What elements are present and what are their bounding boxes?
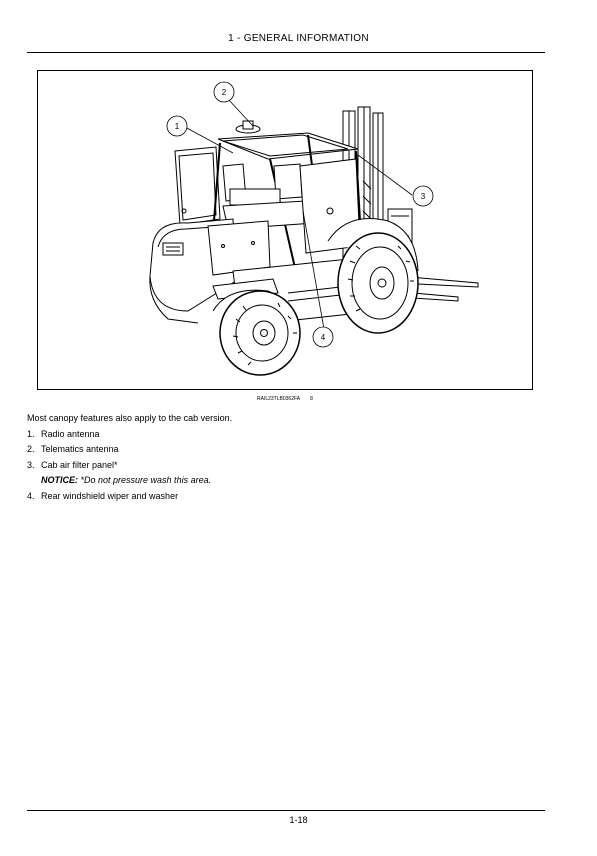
callout-1-label: 1 bbox=[175, 122, 180, 131]
notice: NOTICE: *Do not pressure wash this area. bbox=[27, 473, 547, 489]
intro-paragraph: Most canopy features also apply to the c… bbox=[27, 413, 233, 423]
notice-text: *Do not pressure wash this area. bbox=[80, 475, 212, 485]
list-item: 2. Telematics antenna bbox=[27, 442, 547, 458]
callout-2-label: 2 bbox=[222, 88, 227, 97]
list-item-text: Rear windshield wiper and washer bbox=[41, 490, 179, 501]
callout-leaders bbox=[184, 98, 413, 330]
figure-number: 8 bbox=[310, 396, 313, 402]
footer-rule bbox=[27, 810, 545, 811]
list-item-text: Cab air filter panel* bbox=[41, 459, 118, 470]
callout-4: 4 bbox=[312, 326, 334, 348]
header-rule bbox=[27, 52, 545, 53]
list-item: 1. Radio antenna bbox=[27, 427, 547, 443]
body-text: Most canopy features also apply to the c… bbox=[27, 411, 547, 504]
figure-frame: 1 2 3 4 bbox=[37, 70, 533, 390]
list-item: 4. Rear windshield wiper and washer bbox=[27, 489, 547, 505]
callout-1: 1 bbox=[166, 115, 188, 137]
front-wheel bbox=[327, 218, 419, 334]
list-item-number: 3. bbox=[27, 459, 35, 470]
list-item-number: 1. bbox=[27, 428, 35, 439]
figure-reference-code: RAIL23TLB0362FA bbox=[257, 396, 301, 402]
callout-4-label: 4 bbox=[321, 333, 326, 342]
list-item-text: Radio antenna bbox=[41, 428, 100, 439]
rear-wheel bbox=[212, 289, 301, 376]
figure-caption: RAIL23TLB0362FA 8 bbox=[257, 396, 313, 402]
page-number: 1-18 bbox=[289, 815, 308, 825]
callout-2: 2 bbox=[213, 81, 235, 103]
canopy bbox=[213, 120, 361, 282]
page-header-title: 1 - GENERAL INFORMATION bbox=[228, 33, 369, 44]
list-item: 3. Cab air filter panel* bbox=[27, 458, 547, 474]
cab-door bbox=[174, 146, 221, 226]
callout-3: 3 bbox=[412, 185, 434, 207]
list-item-number: 2. bbox=[27, 444, 35, 454]
list-item-number: 4. bbox=[27, 490, 35, 501]
list-item-text: Telematics antenna bbox=[41, 444, 119, 454]
forklift-illustration: 1 2 3 4 bbox=[149, 81, 479, 376]
notice-label: NOTICE: bbox=[41, 475, 78, 485]
callout-3-label: 3 bbox=[421, 192, 426, 201]
